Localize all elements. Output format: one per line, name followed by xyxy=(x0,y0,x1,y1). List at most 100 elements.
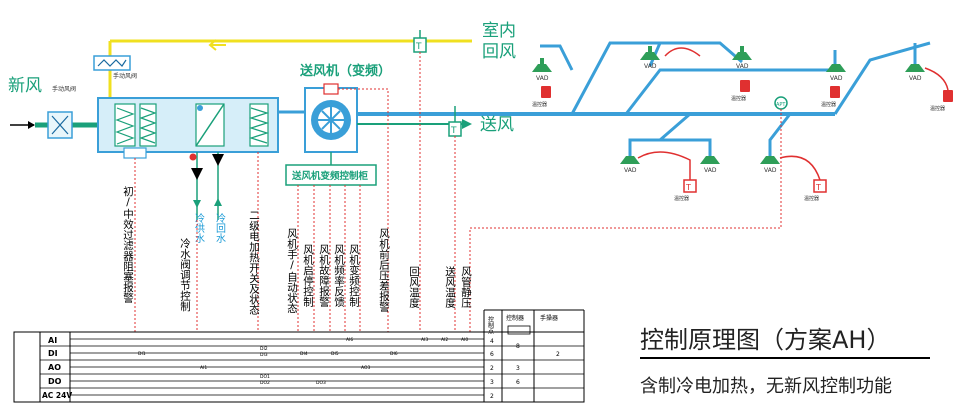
signal-label: 风管静压 xyxy=(460,266,472,309)
vad-label: VAD xyxy=(830,75,843,82)
thermostat: T 温控器 xyxy=(804,179,827,202)
svg-text:AO: AO xyxy=(48,363,61,372)
io-bus-table xyxy=(13,309,585,403)
point-tag: DI3 xyxy=(260,352,268,358)
svg-text:温控器: 温控器 xyxy=(804,195,819,202)
supply-air-temp-sensor: T xyxy=(448,106,462,137)
vad-unit xyxy=(905,64,925,72)
thermostat: 温控器 xyxy=(731,80,750,102)
signal-label: 风机手/自动状态 xyxy=(286,228,298,314)
point-tag: AO3 xyxy=(361,365,371,371)
svg-text:APT: APT xyxy=(776,102,786,108)
svg-text:T: T xyxy=(815,183,821,192)
vad-label: VAD xyxy=(736,63,749,70)
point-tag: DI1 xyxy=(138,351,146,357)
svg-text:温控器: 温控器 xyxy=(930,105,945,112)
vad-unit xyxy=(532,58,552,72)
return-air-label-1: 室内 xyxy=(482,21,516,41)
point-tag: AI2 xyxy=(441,337,448,343)
return-air-arrow xyxy=(208,39,472,51)
chilled-water-pipes xyxy=(189,152,224,220)
point-tag: DI4 xyxy=(300,351,308,357)
table-header-cell: 手操器 xyxy=(540,314,558,322)
signal-label: 送风温度 xyxy=(444,265,456,309)
chilled-water-return-label: 冷回水 xyxy=(214,212,226,243)
table-header-cell: 控制器 xyxy=(506,314,524,322)
svg-text:6: 6 xyxy=(516,379,520,386)
diagram-title: 控制原理图（方案AH） xyxy=(640,326,890,354)
svg-text:AC 24V: AC 24V xyxy=(42,391,72,400)
table-header-cell: 控制点 xyxy=(487,315,494,335)
signal-label: 二级电加热开关及状态 xyxy=(248,210,260,315)
signal-label: 风机前后压差报警 xyxy=(378,228,390,312)
signal-label: 风机变频控制 xyxy=(348,244,360,307)
upper-branch-ducts xyxy=(540,41,931,115)
manual-damper-top xyxy=(93,55,131,71)
table-row: AI 4 xyxy=(48,336,494,345)
table-row: DO 3 6 xyxy=(48,377,520,386)
svg-text:温控器: 温控器 xyxy=(731,95,746,102)
vad-unit xyxy=(760,156,780,164)
svg-text:2: 2 xyxy=(490,393,494,400)
point-tag: DI5 xyxy=(331,351,339,357)
point-tag: AI3 xyxy=(421,337,428,343)
vad-label: VAD xyxy=(704,167,717,174)
controller-glyph xyxy=(507,325,531,335)
vad-labels: VAD VAD VAD VAD VAD VAD VAD VAD xyxy=(536,63,922,174)
svg-text:温控器: 温控器 xyxy=(821,101,836,108)
point-tags: DI1 AI1 DI2 DI3 DO1 DO2 DI4 DI5 DO3 AO3 … xyxy=(138,337,468,386)
vad-unit xyxy=(700,156,720,164)
svg-text:3: 3 xyxy=(490,379,494,386)
thermostat-wires xyxy=(637,47,949,181)
table-row: AC 24V 2 xyxy=(42,391,494,400)
point-tag: DO3 xyxy=(316,380,326,386)
point-tag: DO2 xyxy=(260,380,270,386)
supply-fan-label: 送风机（变频） xyxy=(299,63,391,79)
manual-damper-top-label: 手动风阀 xyxy=(113,72,137,80)
diagram-subtitle: 含制冷电加热，无新风控制功能 xyxy=(640,376,892,397)
signal-label: 风机故障报警 xyxy=(318,244,330,307)
signal-label: 回风温度 xyxy=(408,266,420,309)
svg-text:AI: AI xyxy=(48,336,57,345)
signal-label: 初/中效过滤器阻塞报警 xyxy=(122,185,134,303)
svg-text:DI: DI xyxy=(48,349,58,358)
svg-text:2: 2 xyxy=(490,365,494,372)
svg-text:2: 2 xyxy=(556,351,560,358)
supply-fan xyxy=(304,83,358,153)
table-row: DI 6 8 2 xyxy=(48,343,560,358)
supply-main-duct xyxy=(357,112,835,129)
point-tag: DI6 xyxy=(390,351,398,357)
svg-text:8: 8 xyxy=(516,343,520,350)
vad-label: VAD xyxy=(624,167,637,174)
return-air-temp-sensor: T xyxy=(413,30,427,53)
lower-branch-ducts xyxy=(628,112,792,160)
svg-text:T: T xyxy=(450,126,457,136)
table-rows: AI 4 DI 6 8 2 AO 2 3 DO 3 6 AC 24V 2 xyxy=(42,336,560,400)
fresh-air-label: 新风 xyxy=(8,76,42,96)
thermostat: 温控器 xyxy=(930,90,953,112)
fresh-air-inlet xyxy=(10,111,98,139)
thermostat: 温控器 xyxy=(532,86,551,108)
vfd-cabinet xyxy=(285,152,377,186)
table-row: AO 2 3 xyxy=(48,363,520,372)
vad-unit xyxy=(620,156,640,164)
svg-text:T: T xyxy=(685,183,691,192)
point-tag: AI6 xyxy=(346,337,353,343)
point-tag: DI2 xyxy=(260,346,268,352)
vfd-cabinet-label: 送风机变频控制柜 xyxy=(291,170,369,182)
signal-label: 风机启停控制 xyxy=(302,244,314,307)
svg-text:DO: DO xyxy=(48,377,62,386)
svg-text:温控器: 温控器 xyxy=(532,101,547,108)
vad-label: VAD xyxy=(536,75,549,82)
point-tag: AI1 xyxy=(200,365,207,371)
vad-unit xyxy=(826,64,846,72)
point-tag: AI0 xyxy=(461,337,468,343)
vad-label: VAD xyxy=(644,63,657,70)
svg-text:3: 3 xyxy=(516,365,520,372)
vad-unit xyxy=(640,46,660,60)
vad-units xyxy=(532,46,925,164)
return-air-label-2: 回风 xyxy=(482,42,516,62)
supply-air-label: 送风 xyxy=(480,115,514,135)
